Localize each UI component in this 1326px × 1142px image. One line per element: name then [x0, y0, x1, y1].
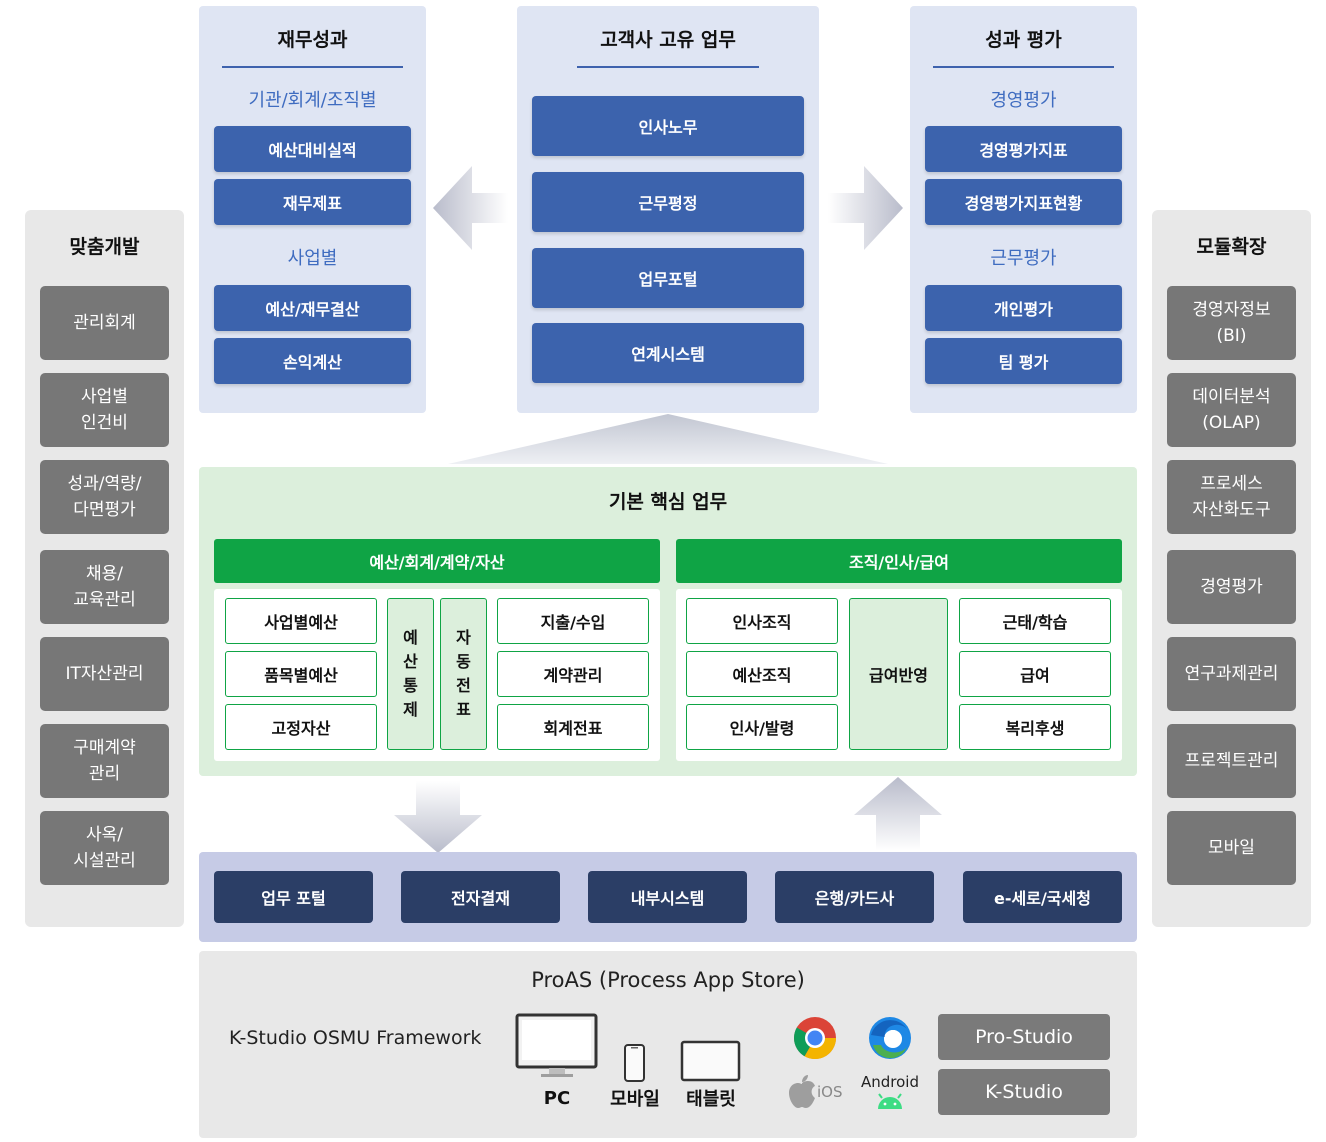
platform-title: ProAS (Process App Store)	[531, 968, 805, 992]
performance-item: 개인평가	[925, 285, 1122, 331]
integration-item: 내부시스템	[588, 871, 747, 923]
finance-item: 예산/재무결산	[214, 285, 411, 331]
module-item: 연구과제관리	[1167, 637, 1296, 711]
vert-char: 표	[456, 700, 471, 719]
android-icon	[878, 1093, 902, 1109]
core-item: 급여	[959, 651, 1111, 697]
integration-item: 업무 포털	[214, 871, 373, 923]
custom-dev-item: IT자산관리	[40, 637, 169, 711]
custom-dev-item: 관리회계	[40, 286, 169, 360]
performance-title: 성과 평가	[985, 28, 1062, 51]
client-title: 고객사 고유 업무	[600, 28, 736, 51]
performance-group1-label: 경영평가	[990, 90, 1057, 111]
chrome-icon	[794, 1017, 836, 1060]
core-left-header: 예산/회계/계약/자산	[214, 539, 660, 583]
custom-dev-item: 사옥/ 시설관리	[40, 811, 169, 885]
edge-icon	[869, 1017, 911, 1059]
k-studio-box: K-Studio	[938, 1069, 1110, 1115]
arrow-down-icon	[394, 781, 482, 853]
core-item: 사업별예산	[225, 598, 377, 644]
pro-studio-box: Pro-Studio	[938, 1014, 1110, 1060]
custom-dev-item: 사업별 인건비	[40, 373, 169, 447]
arrow-left-icon	[433, 166, 508, 250]
arrow-up-icon	[854, 777, 942, 851]
vert-char: 산	[403, 652, 418, 671]
module-item: 경영자정보 (BI)	[1167, 286, 1296, 360]
framework-label: K-Studio OSMU Framework	[229, 1027, 482, 1049]
mobile-phone-icon	[624, 1044, 645, 1082]
vert-char: 자	[456, 628, 471, 647]
finance-item: 예산대비실적	[214, 126, 411, 172]
finance-item: 재무제표	[214, 179, 411, 225]
core-item: 품목별예산	[225, 651, 377, 697]
core-item: 고정자산	[225, 704, 377, 750]
finance-group2-label: 사업별	[287, 248, 338, 269]
tablet-icon	[680, 1040, 741, 1082]
core-item: 계약관리	[497, 651, 649, 697]
vert-char: 동	[456, 652, 471, 671]
client-title-underline	[577, 66, 759, 68]
vert-char: 전	[456, 676, 471, 695]
finance-group1-label: 기관/회계/조직별	[248, 90, 377, 111]
custom-dev-item: 채용/ 교육관리	[40, 550, 169, 624]
core-title: 기본 핵심 업무	[608, 490, 728, 513]
core-right-header: 조직/인사/급여	[676, 539, 1122, 583]
apple-icon	[789, 1075, 815, 1108]
finance-title: 재무성과	[277, 28, 348, 51]
core-item: 지출/수입	[497, 598, 649, 644]
core-item: 예산조직	[686, 651, 838, 697]
auto-slip-box: 자 동 전 표	[440, 598, 487, 750]
device-label-tablet: 태블릿	[686, 1089, 736, 1110]
android-label: Android	[861, 1073, 919, 1091]
device-label-pc: PC	[543, 1087, 571, 1109]
vert-char: 예	[403, 628, 418, 647]
module-item: 프로세스 자산화도구	[1167, 460, 1296, 534]
client-item: 근무평정	[532, 172, 804, 232]
finance-item: 손익계산	[214, 338, 411, 384]
payroll-reflect-box: 급여반영	[849, 598, 948, 750]
custom-dev-item: 성과/역량/ 다면평가	[40, 460, 169, 534]
performance-item: 팀 평가	[925, 338, 1122, 384]
client-item: 업무포털	[532, 248, 804, 308]
integration-item: 전자결재	[401, 871, 560, 923]
module-item: 모바일	[1167, 811, 1296, 885]
client-item: 인사노무	[532, 96, 804, 156]
device-label-mobile: 모바일	[610, 1089, 660, 1110]
module-item: 프로젝트관리	[1167, 724, 1296, 798]
budget-control-box: 예 산 통 제	[387, 598, 434, 750]
performance-item: 경영평가지표현황	[925, 179, 1122, 225]
vert-char: 통	[403, 676, 418, 695]
ios-label: iOS	[817, 1083, 843, 1101]
core-item: 회계전표	[497, 704, 649, 750]
performance-title-underline	[933, 66, 1114, 68]
core-item: 인사조직	[686, 598, 838, 644]
finance-title-underline	[222, 66, 403, 68]
performance-item: 경영평가지표	[925, 126, 1122, 172]
core-item: 인사/발령	[686, 704, 838, 750]
core-item: 복리후생	[959, 704, 1111, 750]
client-item: 연계시스템	[532, 323, 804, 383]
integration-item: 은행/카드사	[775, 871, 934, 923]
performance-group2-label: 근무평가	[990, 248, 1057, 269]
vert-char: 제	[403, 700, 418, 719]
core-to-client-connector	[448, 414, 888, 464]
custom-dev-item: 구매계약 관리	[40, 724, 169, 798]
arrow-right-icon	[828, 166, 903, 250]
module-expansion-title: 모듈확장	[1196, 235, 1267, 258]
pc-monitor-icon	[515, 1013, 598, 1077]
module-item: 경영평가	[1167, 550, 1296, 624]
integration-item: e-세로/국세청	[963, 871, 1122, 923]
module-item: 데이터분석 (OLAP)	[1167, 373, 1296, 447]
custom-dev-title: 맞춤개발	[69, 235, 140, 258]
core-item: 근태/학습	[959, 598, 1111, 644]
